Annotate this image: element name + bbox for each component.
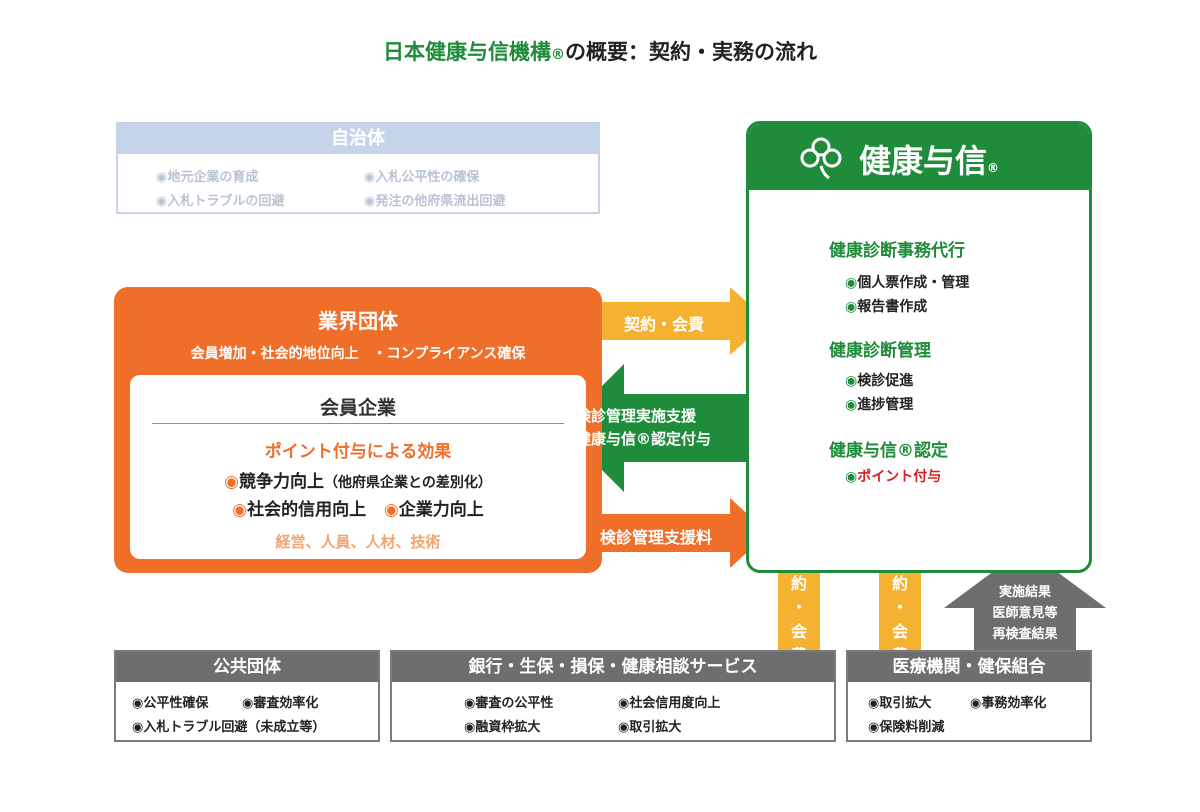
- member-company-box: 会員企業 ポイント付与による効果 ◉競争力向上（他府県企業との差別化） ◉社会的…: [130, 375, 586, 559]
- effect-competitiveness: ◉競争力向上（他府県企業との差別化）: [130, 467, 586, 492]
- member-company-label: 会員企業: [319, 397, 396, 419]
- vchar: 約: [891, 574, 908, 593]
- logo-text: 健康与信: [859, 142, 988, 180]
- member-divider: [152, 423, 564, 424]
- section-heading: 健康診断事務代行: [829, 241, 965, 261]
- bullet-icon: ◉: [845, 373, 858, 389]
- section-item: ◉報告書作成: [845, 296, 927, 316]
- medical-item: ◉取引拡大: [868, 696, 932, 711]
- public-org-label: 公共団体: [116, 652, 378, 682]
- contract-fee-arrow: [586, 287, 768, 355]
- results-line: 再検査結果: [992, 627, 1058, 642]
- public-org-box: 公共団体 ◉公平性確保 ◉審査効率化 ◉入札トラブル回避（未成立等）: [114, 650, 380, 742]
- bullet-icon: ◉: [224, 472, 239, 492]
- section-item: ◉進捗管理: [845, 394, 913, 414]
- clover-logo-icon: [800, 137, 842, 180]
- bank-label: 銀行・生保・損保・健康相談サービス: [392, 652, 834, 682]
- results-label: 実施結果 医師意見等 再検査結果: [974, 582, 1076, 645]
- vchar: 会: [790, 622, 807, 641]
- municipality-item: ◉発注の他府県流出回避: [364, 194, 506, 209]
- support-fee-label: 検診管理支援料: [600, 528, 713, 547]
- bank-item: ◉社会信用度向上: [618, 696, 721, 711]
- item-text: 検診促進: [857, 373, 914, 389]
- support-arrow: [560, 364, 748, 492]
- results-arrow: [944, 548, 1106, 650]
- item-text: 進捗管理: [857, 397, 914, 413]
- vchar: 約: [790, 574, 807, 593]
- title-rest: の概要：契約・実務の流れ: [565, 40, 817, 64]
- support-label-2: 健康与信®認定付与: [576, 430, 712, 448]
- title-reg-mark: ®: [551, 47, 565, 63]
- bank-item: ◉融資枠拡大: [464, 720, 541, 735]
- vchar: ・: [891, 598, 908, 617]
- public-org-item: ◉入札トラブル回避（未成立等）: [132, 720, 326, 735]
- section-heading: 健康診断管理: [829, 341, 931, 361]
- municipality-item: ◉地元企業の育成: [156, 170, 259, 185]
- medical-item: ◉保険料削減: [868, 720, 945, 735]
- effects-heading: ポイント付与による効果: [264, 442, 452, 462]
- member-footer: 経営、人員、人材、技術: [275, 533, 441, 551]
- medical-item: ◉事務効率化: [970, 696, 1047, 711]
- kenko-yoshin-box: 健康与信® 健康診断事務代行 ◉個人票作成・管理 ◉報告書作成 健康診断管理 ◉…: [746, 121, 1092, 573]
- section-heading: 健康与信®認定: [829, 441, 948, 461]
- title-org: 日本健康与信機構: [383, 40, 551, 64]
- bullet-icon: ◉: [845, 275, 858, 291]
- bank-item: ◉取引拡大: [618, 720, 682, 735]
- contract-fee-label: 契約・会費: [624, 315, 705, 334]
- bullet-icon: ◉: [845, 469, 858, 485]
- section-item: ◉個人票作成・管理: [845, 272, 969, 292]
- section-item: ◉検診促進: [845, 370, 913, 390]
- municipality-box: 自治体 ◉地元企業の育成 ◉入札公平性の確保 ◉入札トラブルの回避 ◉発注の他府…: [116, 122, 600, 214]
- municipality-item: ◉入札公平性の確保: [364, 170, 480, 185]
- effect-credit-strength: ◉社会的信用向上 ◉企業力向上: [130, 495, 586, 520]
- logo-reg-mark: ®: [987, 161, 1000, 175]
- support-label-1: 検診管理実施支援: [576, 407, 697, 425]
- vchar: ・: [790, 598, 807, 617]
- item-text: ポイント付与: [857, 469, 942, 485]
- industry-org-label: 業界団体: [318, 309, 398, 333]
- bank-item: ◉審査の公平性: [464, 696, 554, 711]
- medical-label: 医療機関・健保組合: [848, 652, 1090, 682]
- kenko-yoshin-logo: 健康与信®: [859, 136, 999, 182]
- bank-box: 銀行・生保・損保・健康相談サービス ◉審査の公平性 ◉社会信用度向上 ◉融資枠拡…: [390, 650, 836, 742]
- municipality-label: 自治体: [118, 124, 598, 154]
- vchar: 会: [891, 622, 908, 641]
- effect-text: 社会的信用向上: [247, 500, 367, 520]
- bullet-icon: ◉: [383, 500, 399, 520]
- effect-text: 企業力向上: [398, 500, 484, 520]
- results-line: 医師意見等: [992, 606, 1058, 621]
- effect-note: （他府県企業との差別化）: [323, 475, 492, 491]
- section-item: ◉ポイント付与: [845, 466, 941, 486]
- item-text: 個人票作成・管理: [857, 275, 970, 291]
- kenko-yoshin-header: 健康与信®: [749, 124, 1089, 190]
- medical-box: 医療機関・健保組合 ◉取引拡大 ◉事務効率化 ◉保険料削減: [846, 650, 1092, 742]
- page-title: 日本健康与信機構®の概要：契約・実務の流れ: [0, 36, 1200, 66]
- results-line: 実施結果: [998, 585, 1051, 600]
- bullet-icon: ◉: [845, 299, 858, 315]
- support-fee-arrow: [586, 498, 768, 568]
- public-org-item: ◉公平性確保: [132, 696, 209, 711]
- industry-org-subtitle: 会員増加・社会的地位向上 ・コンプライアンス確保: [190, 346, 526, 362]
- effect-text: 競争力向上: [238, 472, 324, 492]
- public-org-item: ◉審査効率化: [242, 696, 319, 711]
- bullet-icon: ◉: [845, 397, 858, 413]
- municipality-item: ◉入札トラブルの回避: [156, 194, 285, 209]
- item-text: 報告書作成: [857, 299, 928, 315]
- bullet-icon: ◉: [232, 500, 248, 520]
